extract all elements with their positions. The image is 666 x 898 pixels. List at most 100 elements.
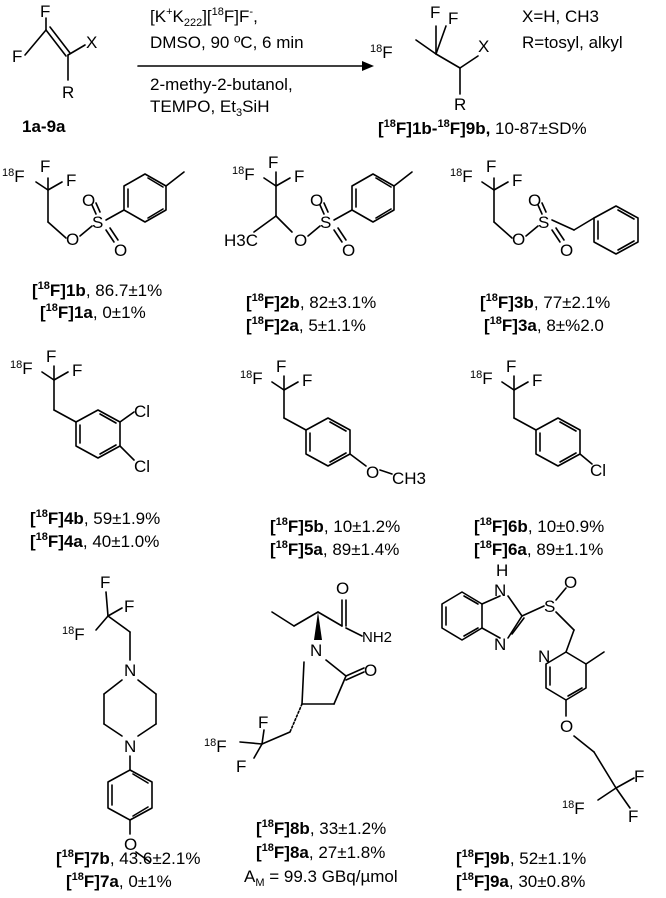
svg-text:F: F xyxy=(268,153,278,172)
compound-7-yield-b: [18F]7b, 43.6±2.1% xyxy=(56,848,200,868)
reagent-conditions: DMSO, 90 ºC, 6 min xyxy=(150,33,304,52)
svg-text:18F: 18F xyxy=(240,369,263,388)
svg-text:Cl: Cl xyxy=(590,461,606,480)
svg-text:F: F xyxy=(294,167,304,186)
svg-text:18F: 18F xyxy=(204,737,227,756)
compound-7-yield-a: [18F]7a, 0±1% xyxy=(66,871,172,891)
svg-text:F: F xyxy=(66,171,76,190)
compound-3-structure: 18F F F O S O O xyxy=(450,157,639,260)
atom-f: F xyxy=(448,9,458,28)
svg-text:S: S xyxy=(538,213,549,232)
svg-text:F: F xyxy=(486,157,496,176)
compound-5-yield-a: [18F]5a, 89±1.4% xyxy=(270,539,399,559)
compound-3-yield-b: [18F]3b, 77±2.1% xyxy=(480,292,610,312)
compound-9-yield-b: [18F]9b, 52±1.1% xyxy=(456,848,586,868)
svg-text:F: F xyxy=(532,371,542,390)
compound-6-yield-b: [18F]6b, 10±0.9% xyxy=(474,516,604,536)
svg-text:H: H xyxy=(496,561,508,580)
svg-text:Cl: Cl xyxy=(134,402,150,421)
compound-2-structure: 18F F F H3C O S O O xyxy=(224,153,413,260)
reagent-additives: TEMPO, Et3SiH xyxy=(150,97,270,119)
svg-text:O: O xyxy=(366,463,379,482)
compound-4-yield-a: [18F]4a, 40±1.0% xyxy=(30,531,159,551)
compound-4-structure: 18F F F Cl Cl xyxy=(10,347,150,476)
svg-text:F: F xyxy=(512,171,522,190)
svg-text:N: N xyxy=(124,661,136,680)
reaction-arrow xyxy=(137,61,374,71)
compound-8-molar-activity: AM = 99.3 GBq/µmol xyxy=(244,867,398,889)
compound-5-yield-b: [18F]5b, 10±1.2% xyxy=(270,516,400,536)
reactant-label: 1a-9a xyxy=(22,117,66,136)
compound-8-structure: O NH2 N O 18F F F xyxy=(204,579,392,776)
reagent-kryptofix: [K+K222][18F]F-, xyxy=(150,6,258,29)
reactant-structure: F F X R 1a-9a xyxy=(12,2,97,136)
atom-r: R xyxy=(454,95,466,114)
svg-text:18F: 18F xyxy=(2,167,25,186)
svg-text:F: F xyxy=(72,361,82,380)
compound-9-yield-a: [18F]9a, 30±0.8% xyxy=(456,871,585,891)
svg-text:N: N xyxy=(494,581,506,600)
svg-text:O: O xyxy=(336,579,349,598)
svg-text:F: F xyxy=(40,157,50,176)
atom-x: X xyxy=(86,33,97,52)
reagents-above: [K+K222][18F]F-, DMSO, 90 ºC, 6 min xyxy=(150,6,304,52)
svg-text:F: F xyxy=(100,573,110,592)
svg-text:18F: 18F xyxy=(232,165,255,184)
svg-text:N: N xyxy=(538,647,550,666)
compound-8-yield-a: [18F]8a, 27±1.8% xyxy=(256,842,385,862)
atom-r: R xyxy=(62,83,74,102)
svg-text:H3C: H3C xyxy=(224,231,258,250)
svg-text:F: F xyxy=(258,713,268,732)
atom-x: X xyxy=(478,37,489,56)
compound-6-structure: 18F F F Cl xyxy=(470,357,606,480)
svg-text:18F: 18F xyxy=(562,799,585,818)
svg-text:18F: 18F xyxy=(10,359,33,378)
compound-2-yield-b: [18F]2b, 82±3.1% xyxy=(246,292,376,312)
svg-text:F: F xyxy=(276,357,286,376)
reagent-solvent: 2-methy-2-butanol, xyxy=(150,75,293,94)
x-definition: X=H, CH3 xyxy=(522,7,599,26)
compound-5-structure: 18F F F O CH3 xyxy=(240,357,426,488)
compound-1-yield-a: [18F]1a, 0±1% xyxy=(40,302,146,322)
compound-2-yield-a: [18F]2a, 5±1.1% xyxy=(246,315,366,335)
svg-text:F: F xyxy=(634,767,644,786)
svg-text:N: N xyxy=(310,641,322,660)
svg-text:O: O xyxy=(342,241,355,260)
svg-text:F: F xyxy=(46,347,56,366)
svg-text:S: S xyxy=(544,597,555,616)
svg-text:18F: 18F xyxy=(450,167,473,186)
svg-text:O: O xyxy=(512,230,525,249)
compound-6-yield-a: [18F]6a, 89±1.1% xyxy=(474,539,603,559)
product-structure: F F 18F X R xyxy=(370,3,489,114)
atom-f: F xyxy=(12,47,22,66)
compound-4-yield-b: [18F]4b, 59±1.9% xyxy=(30,508,160,528)
svg-text:18F: 18F xyxy=(62,625,85,644)
svg-text:NH2: NH2 xyxy=(362,629,392,646)
svg-text:F: F xyxy=(302,371,312,390)
svg-text:O: O xyxy=(560,717,573,736)
svg-text:Cl: Cl xyxy=(134,457,150,476)
compound-8-yield-b: [18F]8b, 33±1.2% xyxy=(256,818,386,838)
svg-text:F: F xyxy=(506,357,516,376)
compound-9-structure: N H N S O N O F F 18F xyxy=(441,561,644,826)
svg-text:O: O xyxy=(66,230,79,249)
compound-1-yield-b: [18F]1b, 86.7±1% xyxy=(32,280,162,300)
svg-text:F: F xyxy=(628,807,638,826)
atom-f: F xyxy=(430,3,440,22)
reagents-below: 2-methy-2-butanol, TEMPO, Et3SiH xyxy=(150,75,293,119)
svg-text:O: O xyxy=(124,835,137,854)
svg-text:F: F xyxy=(236,757,246,776)
svg-text:N: N xyxy=(494,635,506,654)
product-caption: [18F]1b-18F]9b, 10-87±SD% xyxy=(378,118,587,138)
compound-3-yield-a: [18F]3a, 8±%2.0 xyxy=(484,315,604,335)
conditions-legend: X=H, CH3 R=tosyl, alkyl xyxy=(522,7,623,52)
svg-text:O: O xyxy=(564,573,577,592)
svg-text:S: S xyxy=(92,213,103,232)
svg-text:F: F xyxy=(124,597,134,616)
r-definition: R=tosyl, alkyl xyxy=(522,33,623,52)
compound-1-structure: 18F F F O S O O xyxy=(2,157,185,260)
svg-text:18F: 18F xyxy=(370,43,393,62)
svg-text:CH3: CH3 xyxy=(392,469,426,488)
svg-text:18F: 18F xyxy=(470,369,493,388)
